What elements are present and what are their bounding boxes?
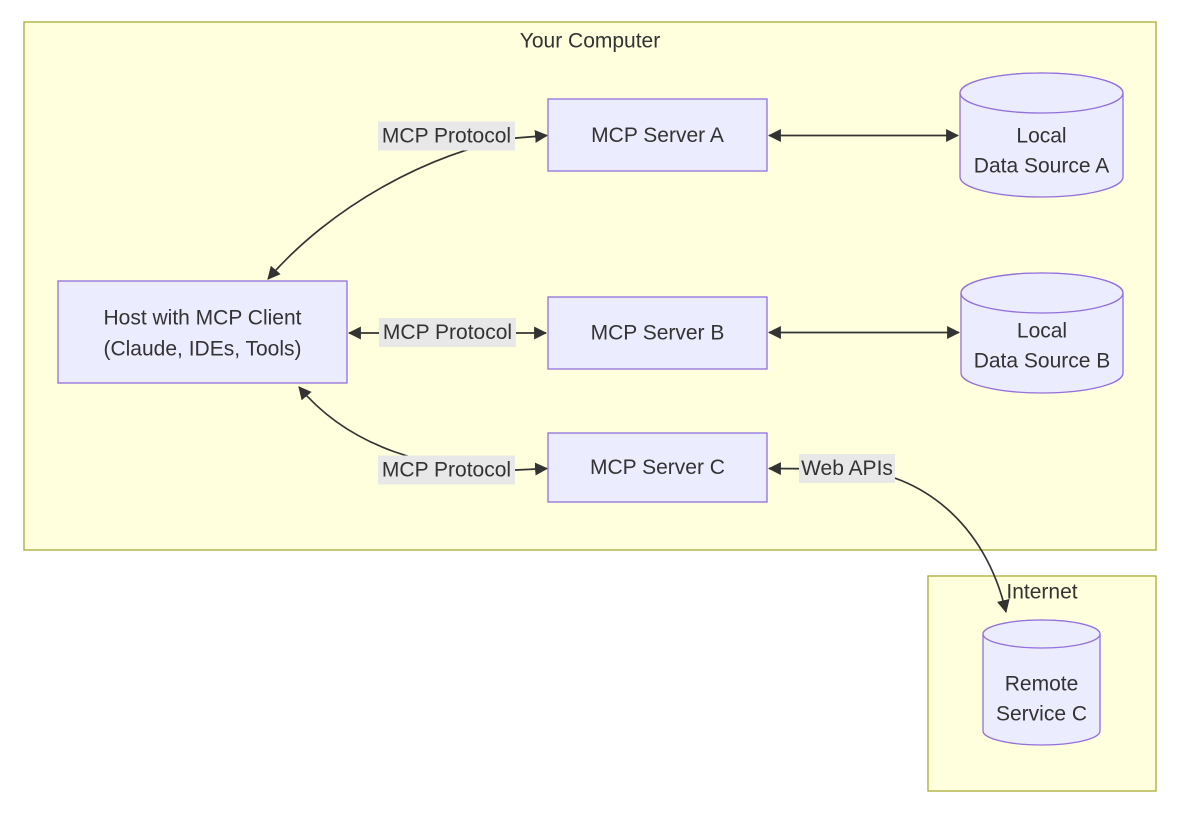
edge-label-text: MCP Protocol [382,125,511,148]
edge-label-text: MCP Protocol [382,459,511,482]
data-source-b-label-line1: Local [1017,320,1067,343]
node-mcp-server-a: MCP Server A [547,98,768,172]
data-source-b-label-line2: Data Source B [974,350,1111,373]
remote-service-c-cylinder-top [982,619,1101,649]
node-remote-service-c: Remote Service C [982,619,1101,746]
your-computer-title: Your Computer [520,30,660,53]
data-source-a-cylinder-top [959,72,1124,114]
mcp-server-b-label: MCP Server B [591,322,725,345]
edge-label-bg [379,318,516,347]
data-source-b-cylinder-top [960,272,1124,314]
edge-label-text: MCP Protocol [383,321,512,344]
node-mcp-server-c: MCP Server C [547,432,768,503]
host-label-line2: (Claude, IDEs, Tools) [103,338,301,361]
edge-label-web-apis: Web APIs [799,454,895,483]
edge-label-bg [378,455,515,485]
remote-service-c-label-line2: Service C [996,703,1087,726]
edge-label-mcp-protocol-c: MCP Protocol [378,455,515,485]
edge-label-bg [799,454,895,483]
data-source-a-label-line1: Local [1016,125,1066,148]
mcp-server-c-box [547,432,768,503]
edge-label-mcp-protocol-a: MCP Protocol [378,121,515,151]
host-label-line1: Host with MCP Client [103,307,301,330]
edge-label-text: Web APIs [801,457,893,480]
remote-service-c-label-line1: Remote [1005,673,1079,696]
node-local-data-source-b: Local Data Source B [960,272,1124,394]
data-source-a-label-line2: Data Source A [974,155,1109,178]
node-host: Host with MCP Client (Claude, IDEs, Tool… [57,280,348,384]
edge-label-bg [378,121,515,151]
mcp-server-b-box [547,296,768,370]
internet-title: Internet [1006,581,1077,604]
mcp-server-a-label: MCP Server A [591,124,724,147]
edge-label-mcp-protocol-b: MCP Protocol [379,318,516,347]
mcp-server-c-label: MCP Server C [590,456,725,479]
host-box [57,280,348,384]
node-mcp-server-b: MCP Server B [547,296,768,370]
mcp-server-a-box [547,98,768,172]
node-local-data-source-a: Local Data Source A [959,72,1124,198]
